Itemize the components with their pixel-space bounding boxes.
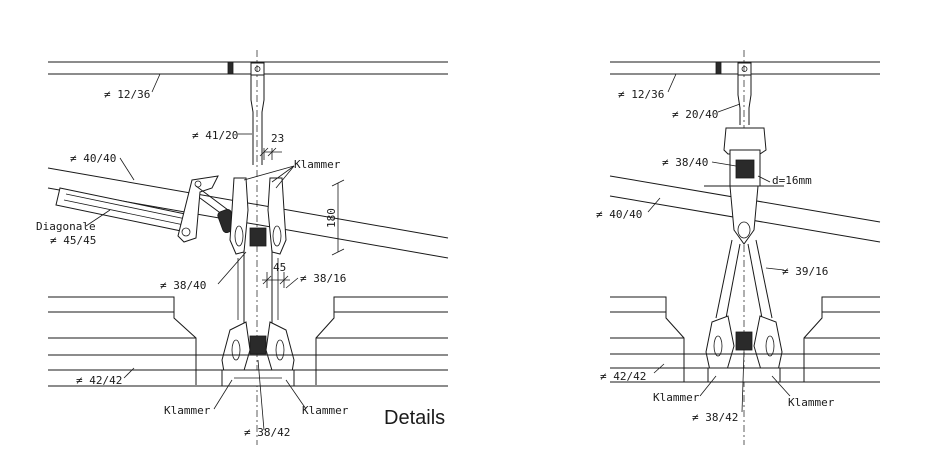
left-label-bottom-42: ≠ 42/42 [76, 374, 122, 387]
right-label-klammer-br: Klammer [788, 396, 835, 409]
left-label-chord-top: ≠ 12/36 [104, 88, 150, 101]
right-detail: ≠ 12/36 ≠ 20/40 ≠ 38/40 d=16mm ≠ 40/40 ≠… [596, 50, 881, 445]
left-dim-45 [262, 272, 290, 288]
left-dim-180 [331, 179, 345, 256]
right-label-bottom-42: ≠ 42/42 [600, 370, 646, 383]
left-label-bottom-38-42: ≠ 38/42 [244, 426, 290, 439]
right-label-chord-40: ≠ 40/40 [596, 208, 642, 221]
right-label-bottom-38-42: ≠ 38/42 [692, 411, 738, 424]
right-bottom-chord [610, 296, 880, 383]
left-dim-23 [259, 147, 282, 160]
left-label-diagonale: Diagonale [36, 220, 96, 233]
left-label-klammer-top: Klammer [294, 158, 341, 171]
left-label-klammer-bl: Klammer [164, 404, 211, 417]
left-label-chord-40: ≠ 40/40 [70, 152, 116, 165]
right-lower-clamps [705, 315, 783, 381]
left-detail: ≠ 12/36 ≠ 41/20 23 Klammer ≠ 40/40 180 D… [36, 50, 449, 445]
drawing-title: Details [384, 407, 445, 429]
left-label-diag-size: ≠ 45/45 [50, 234, 96, 247]
left-upper-clamps [229, 177, 287, 255]
left-top-chord [48, 61, 448, 76]
right-label-chord-top: ≠ 12/36 [618, 88, 664, 101]
right-label-hanger: ≠ 20/40 [672, 108, 718, 121]
left-leaders [85, 73, 307, 431]
left-label-dim-23: 23 [271, 132, 284, 145]
right-leaders [647, 73, 791, 413]
left-hanger-rod [250, 75, 265, 165]
left-label-hanger: ≠ 41/20 [192, 129, 238, 142]
left-label-38-16: ≠ 38/16 [300, 272, 346, 285]
right-yoke [729, 185, 759, 245]
right-label-39-16: ≠ 39/16 [782, 265, 828, 278]
right-hanger-rod [737, 75, 752, 125]
right-label-d16: d=16mm [772, 174, 812, 187]
right-v-rods [715, 239, 773, 319]
right-label-klammer-bl: Klammer [653, 391, 700, 404]
right-upper-block [704, 127, 784, 187]
left-label-dim-45: 45 [273, 261, 286, 274]
left-label-klammer-br: Klammer [302, 404, 349, 417]
left-post [237, 250, 279, 325]
left-label-dim-180: 180 [325, 208, 338, 228]
right-label-38-40: ≠ 38/40 [662, 156, 708, 169]
left-diagonal [55, 187, 191, 233]
left-label-38-40: ≠ 38/40 [160, 279, 206, 292]
right-top-chord [610, 61, 880, 76]
left-c-clamp [177, 175, 239, 243]
left-bottom-chord [48, 296, 448, 387]
